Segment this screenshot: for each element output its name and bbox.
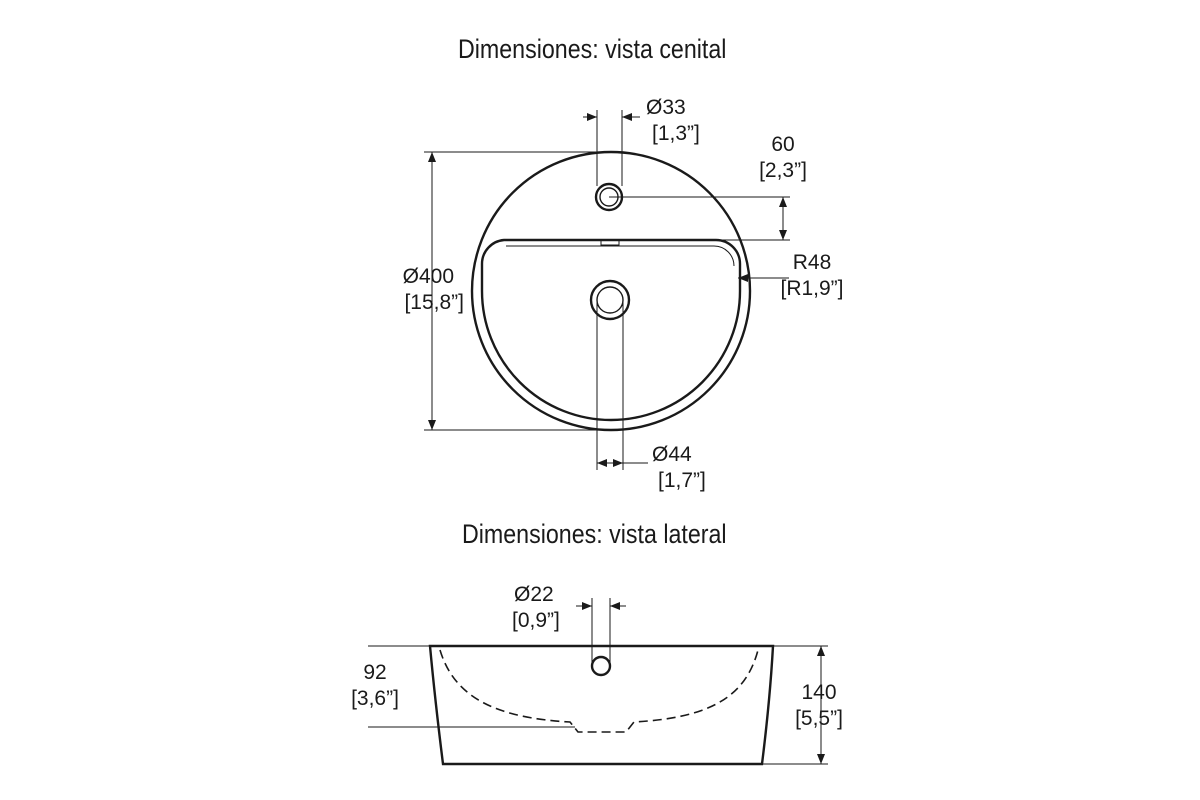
drain-hole xyxy=(589,279,631,321)
dim-inch: [1,7”] xyxy=(658,469,706,492)
drain-hole-inner xyxy=(596,286,624,314)
dim-value: R48 xyxy=(792,251,832,274)
dim-inch: [15,8”] xyxy=(404,291,464,314)
dim-value: 60 xyxy=(771,133,795,156)
dim-value: Ø22 xyxy=(514,583,554,606)
side-view-drawing xyxy=(368,598,828,766)
basin-inner-bowl xyxy=(480,238,742,422)
top-view-drawing xyxy=(424,110,790,470)
dim-inch: [2,3”] xyxy=(759,159,807,182)
dim-bowl-depth: 92 [3,6”] xyxy=(344,660,406,712)
dim-inch: [5,5”] xyxy=(795,707,843,730)
dim-overflow-hole-top: Ø33 [1,3”] xyxy=(646,95,700,147)
dim-outer-diameter: Ø400 [15,8”] xyxy=(362,264,464,316)
dim-inch: [1,3”] xyxy=(652,122,700,145)
overflow-slot xyxy=(600,239,620,246)
dim-overflow-offset: 60 [2,3”] xyxy=(745,132,821,184)
dim-value: Ø400 xyxy=(402,265,454,288)
basin-outer-rim xyxy=(470,150,752,432)
dim-inch: [3,6”] xyxy=(351,687,399,710)
dim-inner-radius: R48 [R1,9”] xyxy=(764,250,860,302)
bowl-inner-edge xyxy=(506,245,735,267)
dim-total-height: 140 [5,5”] xyxy=(786,680,852,732)
side-view-title: Dimensiones: vista lateral xyxy=(462,519,727,549)
dim-value: Ø44 xyxy=(652,443,692,466)
dim-drain-hole: Ø44 [1,7”] xyxy=(652,442,706,494)
basin-side-body xyxy=(428,644,775,766)
dim-inch: [R1,9”] xyxy=(780,277,844,300)
bowl-hidden-profile xyxy=(439,649,759,733)
dim-inch: [0,9”] xyxy=(512,609,560,632)
dim-overflow-hole-side: Ø22 [0,9”] xyxy=(512,582,560,634)
dim-value: 92 xyxy=(363,661,387,684)
side-overflow-hole xyxy=(590,655,612,677)
top-view-title: Dimensiones: vista cenital xyxy=(458,34,727,64)
dim-value: Ø33 xyxy=(646,96,686,119)
dim-value: 140 xyxy=(801,681,837,704)
